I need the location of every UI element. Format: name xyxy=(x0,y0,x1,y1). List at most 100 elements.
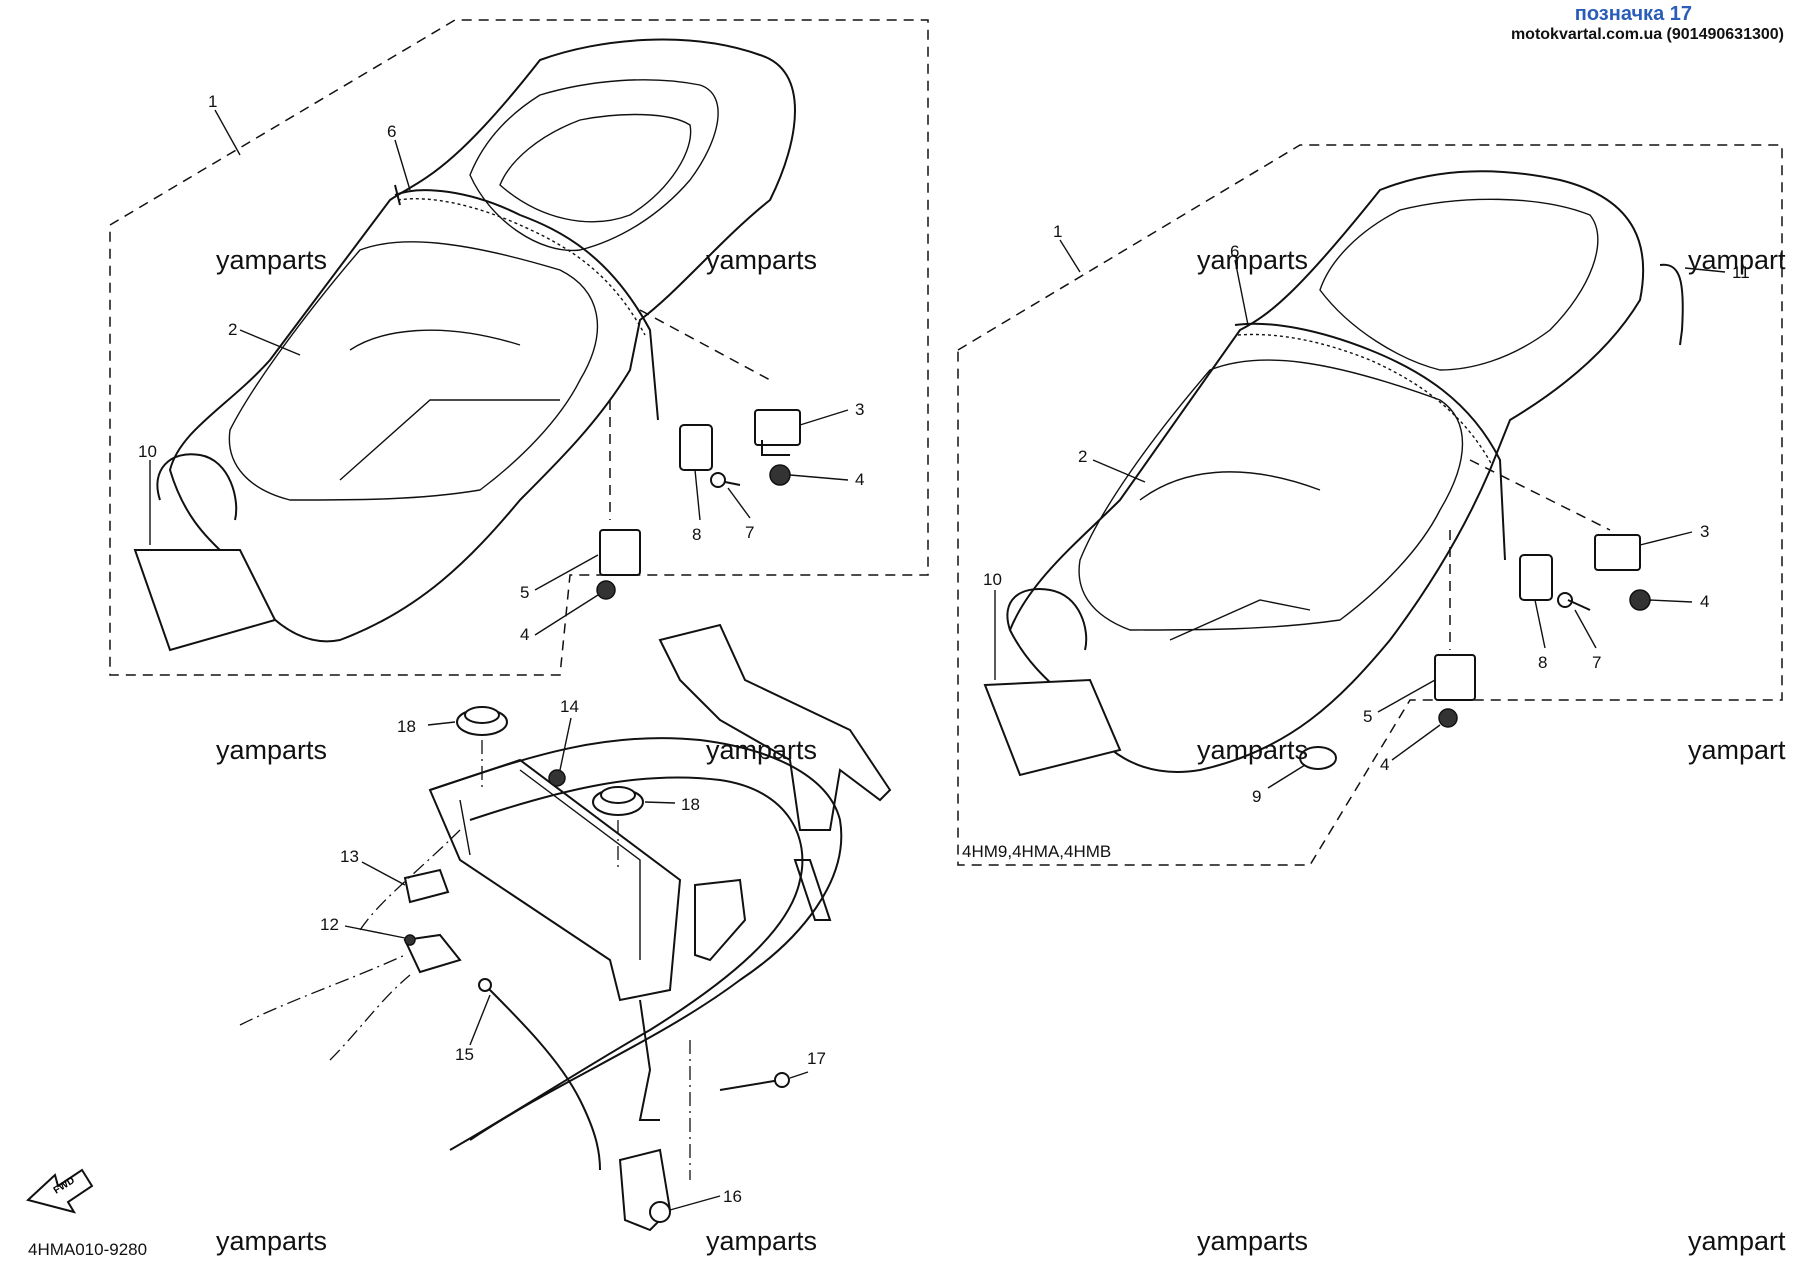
left-nut-4-top xyxy=(769,464,791,486)
leader-right-7 xyxy=(1574,609,1597,649)
plate-13 xyxy=(403,868,450,904)
frame-rear-bracket xyxy=(658,623,892,831)
callout-16: 16 xyxy=(723,1187,742,1206)
callout-right-9: 9 xyxy=(1252,787,1261,806)
leader-right-8 xyxy=(1534,599,1546,649)
left-seat-strap xyxy=(394,184,659,421)
leader-left-4b xyxy=(534,594,599,636)
callout-left-6: 6 xyxy=(387,122,396,141)
callout-left-7: 7 xyxy=(745,523,754,542)
left-bolt-7-head xyxy=(710,472,726,488)
right-bolt-7-head xyxy=(1557,592,1573,608)
cable-end-15 xyxy=(478,978,492,992)
callout-left-10: 10 xyxy=(138,442,157,461)
callout-right-11: 11 xyxy=(1732,263,1750,282)
key-lock-16-barrel xyxy=(649,1201,671,1223)
grommet-18-a-top xyxy=(464,706,500,724)
left-seat-assembly: 1 2 3 4 4 5 6 7 8 10 xyxy=(109,19,929,676)
grommet-14 xyxy=(548,769,566,787)
left-front-pad-part xyxy=(133,549,277,652)
leader-left-5 xyxy=(534,554,599,591)
frame-leg xyxy=(638,999,660,1121)
callout-14: 14 xyxy=(560,697,579,716)
right-grab-handle-11 xyxy=(1659,263,1684,346)
leader-left-4a xyxy=(789,474,849,481)
leader-right-9 xyxy=(1267,764,1306,789)
callout-12: 12 xyxy=(320,915,339,934)
leader-17 xyxy=(789,1071,809,1079)
left-guide-line xyxy=(639,309,771,381)
watermark-cut: yampart xyxy=(1688,735,1786,765)
diagram-code: 4HMA010-9280 xyxy=(28,1240,147,1259)
leader-18a xyxy=(427,721,456,726)
left-bracket-3-detail xyxy=(761,440,790,456)
frame-guide-b xyxy=(329,974,411,1061)
leader-right-6 xyxy=(1234,259,1249,326)
callout-right-2: 2 xyxy=(1078,447,1087,466)
leader-12 xyxy=(344,925,406,939)
callout-right-5: 5 xyxy=(1363,707,1372,726)
right-assembly-boundary xyxy=(957,144,1783,866)
right-bolt-7 xyxy=(1567,599,1591,611)
callout-left-3: 3 xyxy=(855,400,864,419)
callout-17: 17 xyxy=(807,1049,826,1068)
frame-rear-bracket-2 xyxy=(694,878,747,962)
leader-right-2 xyxy=(1092,459,1146,483)
right-bracket-8 xyxy=(1519,554,1553,601)
left-seat-rear-pad xyxy=(469,79,719,252)
leader-left-6 xyxy=(394,139,411,191)
callout-18b: 18 xyxy=(681,795,700,814)
left-seat-front-pad-inner xyxy=(339,329,560,481)
leader-right-11 xyxy=(1684,267,1726,273)
left-seat-rear-pad-inner xyxy=(499,113,692,223)
left-seat-nose xyxy=(156,453,238,521)
leader-left-8 xyxy=(694,469,701,521)
site-label: motokvartal.com.ua (901490631300) xyxy=(1510,26,1784,43)
leader-13 xyxy=(361,861,406,886)
right-seat-outline xyxy=(1008,170,1645,773)
callout-left-2: 2 xyxy=(228,320,237,339)
left-assembly-boundary xyxy=(109,19,929,676)
right-seat-rear-pad xyxy=(1319,198,1599,371)
right-nut-4-top xyxy=(1629,589,1651,611)
watermark: yamparts xyxy=(216,735,328,765)
watermark: yamparts xyxy=(216,1226,328,1256)
callout-left-4a: 4 xyxy=(855,470,864,489)
right-seat-strap-stitch xyxy=(1237,333,1493,466)
leader-right-3 xyxy=(1639,531,1693,546)
leader-18b xyxy=(644,801,676,804)
left-bracket-5 xyxy=(599,529,641,576)
right-damper-9 xyxy=(1299,746,1337,770)
frame-guide-a xyxy=(239,954,406,1026)
leader-right-1 xyxy=(1059,239,1081,273)
left-bracket-3 xyxy=(754,409,801,446)
left-seat-strap-stitch xyxy=(397,198,646,336)
callout-18a: 18 xyxy=(397,717,416,736)
watermark-cut: yampart xyxy=(1688,1226,1786,1256)
leader-right-5 xyxy=(1377,679,1436,713)
callout-15: 15 xyxy=(455,1045,474,1064)
left-bracket-8 xyxy=(679,424,713,471)
left-seat-outline xyxy=(168,38,796,643)
leader-16 xyxy=(669,1195,721,1211)
frame-tab xyxy=(793,859,832,921)
callout-right-10: 10 xyxy=(983,570,1002,589)
callout-left-5: 5 xyxy=(520,583,529,602)
leader-left-7 xyxy=(727,487,751,519)
right-seat-nose xyxy=(1006,588,1088,651)
frame-right-rail xyxy=(449,776,804,1151)
callout-13: 13 xyxy=(340,847,359,866)
watermark-cut: yampart xyxy=(1688,245,1786,275)
callout-left-1: 1 xyxy=(208,92,217,111)
right-bracket-3 xyxy=(1594,534,1641,571)
callout-left-4b: 4 xyxy=(520,625,529,644)
callout-right-4b: 4 xyxy=(1380,755,1389,774)
leader-left-3 xyxy=(799,409,849,426)
leader-right-4a xyxy=(1649,599,1693,603)
leader-right-4b xyxy=(1391,724,1441,761)
watermark: yamparts xyxy=(706,735,818,765)
frame-lock-assembly: 18 18 14 13 12 15 16 17 xyxy=(239,623,892,1232)
frame-crossmember xyxy=(428,758,682,1002)
left-nut-4-bottom xyxy=(596,580,616,600)
